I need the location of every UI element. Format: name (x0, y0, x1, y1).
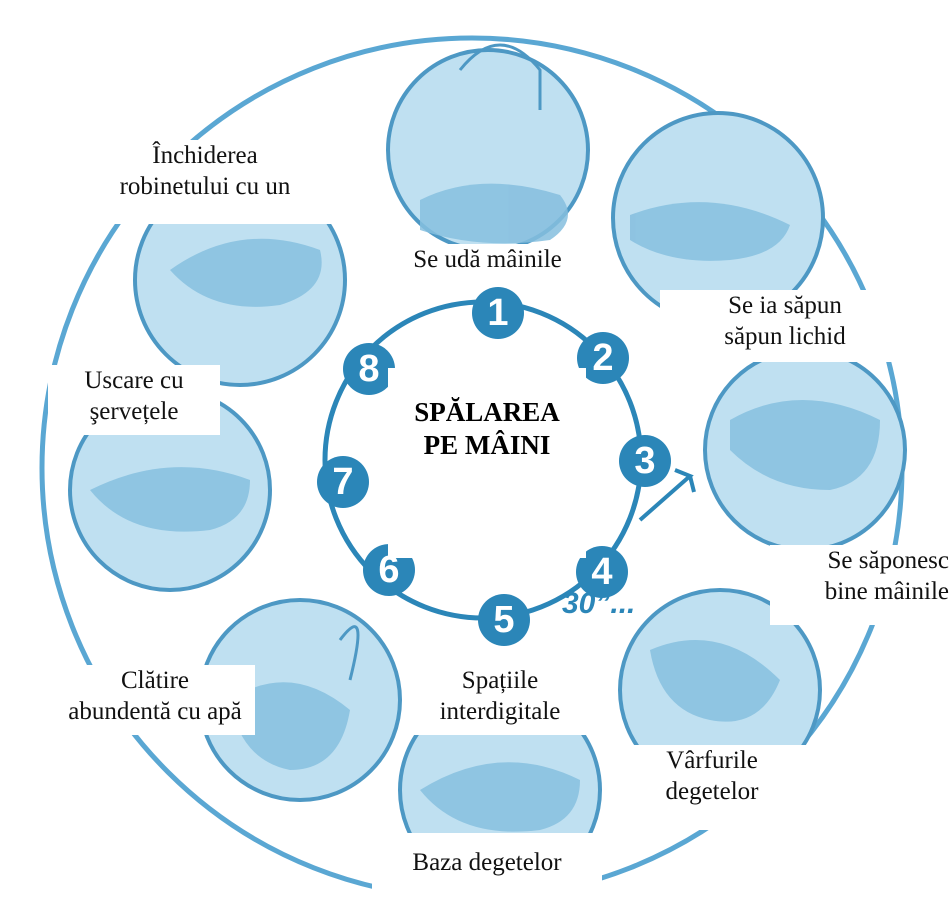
diagram-title: SPĂLAREA PE MÂINI (388, 368, 586, 558)
step-number-7: 7 (317, 456, 369, 508)
label-step-4: Vârfurile degetelor (612, 745, 812, 830)
label-step-2: Se ia săpun săpun lichid (660, 290, 910, 362)
label-step-5-interdigital: Spațiile interdigitale (410, 665, 590, 735)
title-line-1: SPĂLAREA (388, 396, 586, 429)
step-number-1: 1 (472, 287, 524, 339)
duration-label: 30”... (562, 587, 635, 621)
label-step-5: Baza degetelor (372, 833, 602, 920)
step-number-5: 5 (478, 594, 530, 646)
label-step-1: Se udă mâinile (380, 244, 595, 282)
label-step-8: Închiderea robinetului cu un (70, 140, 340, 224)
step-number-3: 3 (619, 435, 671, 487)
title-line-2: PE MÂINI (388, 429, 586, 462)
label-step-7: Uscare cu şervețele (48, 365, 220, 435)
label-step-6: Clătire abundentă cu apă (55, 665, 255, 735)
label-step-3: Se săponesc bine mâinile (770, 545, 949, 625)
